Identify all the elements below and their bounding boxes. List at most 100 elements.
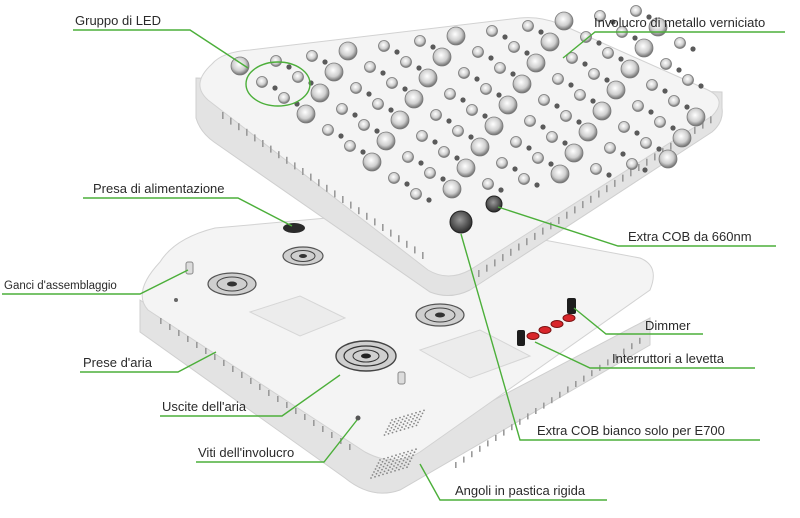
led-icon [686,107,706,127]
led-icon [324,62,344,82]
leader-housing-screws [196,419,358,463]
leader-extra-cob-white [460,233,760,441]
led-icon [416,65,422,71]
vent-slot [169,324,171,330]
led-icon [486,25,498,37]
vent-slot [294,162,296,170]
vent-hole [389,458,392,461]
vent-hole [386,472,388,475]
led-icon [498,187,504,193]
led-icon [526,53,546,73]
led-icon [472,46,484,58]
vent-slot [542,227,544,235]
vent-slot [214,354,216,360]
vent-hole [423,409,425,412]
vent-hole [418,418,421,421]
led-icon [442,179,462,199]
vent-hole [379,459,381,461]
vent-slot [702,121,704,129]
vent-hole [374,475,376,478]
vent-hole [411,413,413,415]
leader-extra-cob-660 [497,206,776,247]
led-icon [670,125,676,131]
vent-slot [223,360,225,366]
housing-screw-icon [174,298,178,302]
led-icon [466,104,478,116]
vent-hole [378,466,381,469]
label-air-outlets: Uscite dell'aria [162,399,247,414]
label-hard-plastic-corners: Angoli in pastica rigida [455,483,586,498]
labels: Gruppo di LED Involucro di metallo verni… [4,13,765,498]
led-icon [394,49,400,55]
vent-hole [378,474,380,477]
vent-slot [487,440,489,447]
led-icon [502,34,508,40]
led-icon [494,62,506,74]
led-icon [376,131,396,151]
led-icon [662,88,668,94]
led-icon [482,113,488,119]
vent-hole [399,465,402,468]
led-icon [458,67,470,79]
led-icon [606,80,626,100]
led-icon [634,38,654,58]
led-icon [418,160,424,166]
led-icon [604,77,610,83]
toggle-switch-group [517,314,576,346]
vent-slot [422,252,424,259]
label-led-group: Gruppo di LED [75,13,161,28]
led-icon [488,55,494,61]
led-icon [496,157,508,169]
vent-hole [391,431,394,434]
led-icon [344,140,356,152]
vent-hole [393,457,396,460]
vent-slot [518,243,520,251]
led-icon [380,70,386,76]
vent-hole [403,428,406,430]
vent-slot [630,169,632,177]
led-icon [632,35,638,41]
led-group-highlight [245,61,311,107]
vent-hole [411,425,414,428]
vent-hole [395,466,398,469]
led-icon [362,152,382,172]
vent-hole [379,471,382,474]
vent-slot [382,224,384,231]
vent-hole [404,420,406,423]
led-icon [562,140,568,146]
led-icon [460,97,466,103]
vent-hole [403,464,406,467]
vent-hole [395,430,398,433]
vent-hole [393,465,395,467]
vent-slot [205,348,207,354]
vent-hole [414,419,417,422]
led-icon [432,139,438,145]
leader-metal-housing [562,31,785,59]
led-icon [566,52,578,64]
led-icon [582,61,588,67]
led-icon [352,112,358,118]
vent-hole [404,456,406,459]
vent-slot [478,270,480,277]
led-icon [372,98,384,110]
led-icon [640,137,652,149]
top-unit [195,5,723,296]
fan-4 [415,303,465,327]
led-icon [654,116,666,128]
vent-slot [232,366,234,372]
led-icon [278,92,290,104]
vent-hole [393,420,396,423]
vent-slot [639,337,641,344]
vent-slot [534,232,536,240]
vent-hole [390,426,393,429]
vent-hole [394,469,396,472]
vent-slot [566,211,568,219]
vent-hole [408,419,410,421]
vent-hole [415,448,417,451]
label-metal-housing: Involucro di metallo verniciato [594,15,765,30]
vent-slot [623,348,625,355]
vent-slot [342,196,344,203]
led-icon [646,79,658,91]
led-icon [554,11,574,31]
